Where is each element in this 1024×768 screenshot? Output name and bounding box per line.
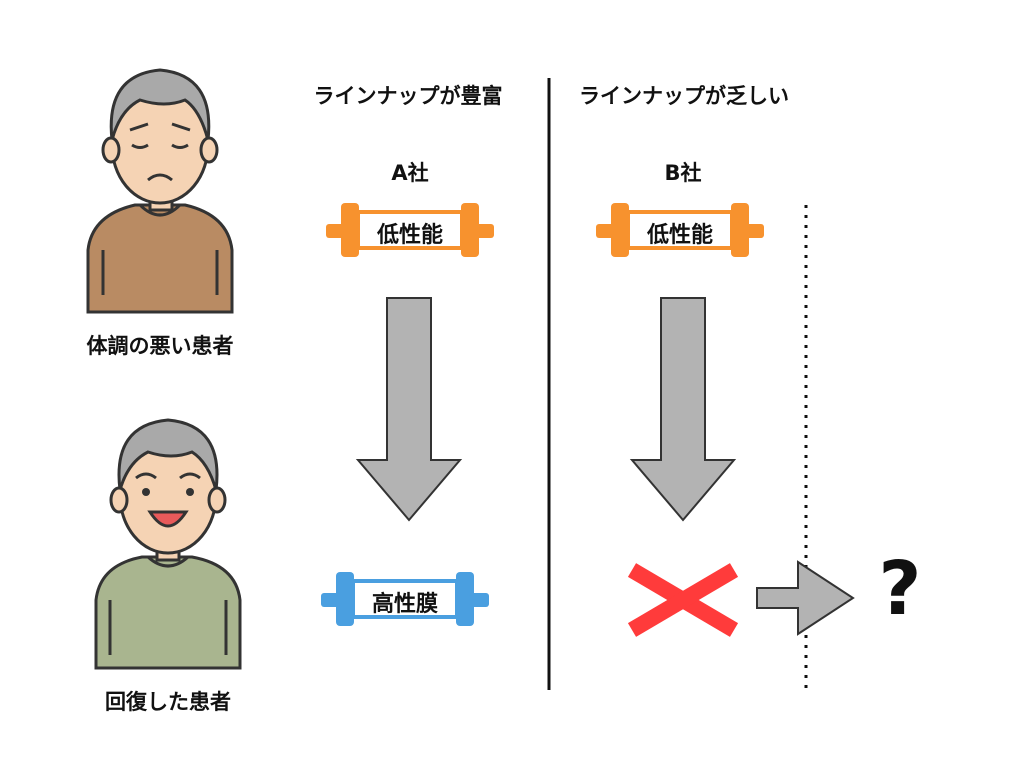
recovered-patient-illustration (94, 418, 242, 670)
company-b-top-filter-label: 低性能 (646, 223, 714, 248)
sick-patient-illustration (86, 68, 234, 314)
recovered-patient-label: 回復した患者 (105, 690, 231, 714)
company-a-top-filter-label: 低性能 (376, 223, 444, 248)
company-a-heading: ラインナップが豊富 (313, 84, 503, 108)
company-a-down-arrow-icon (355, 297, 463, 522)
company-b-heading: ラインナップが乏しい (579, 84, 789, 108)
company-a-bottom-filter-icon (321, 572, 489, 626)
company-b-top-filter-icon (596, 203, 764, 257)
right-arrow-icon (756, 560, 855, 636)
company-a-top-filter-icon (326, 203, 494, 257)
question-mark-icon: ? (878, 546, 922, 632)
company-b-down-arrow-icon (629, 297, 737, 522)
sick-patient-label: 体調の悪い患者 (86, 334, 234, 358)
company-a-bottom-filter-label: 高性膜 (371, 592, 439, 617)
company-a-name: A社 (391, 161, 429, 185)
red-cross-icon (627, 563, 739, 637)
company-b-name: B社 (664, 161, 702, 185)
